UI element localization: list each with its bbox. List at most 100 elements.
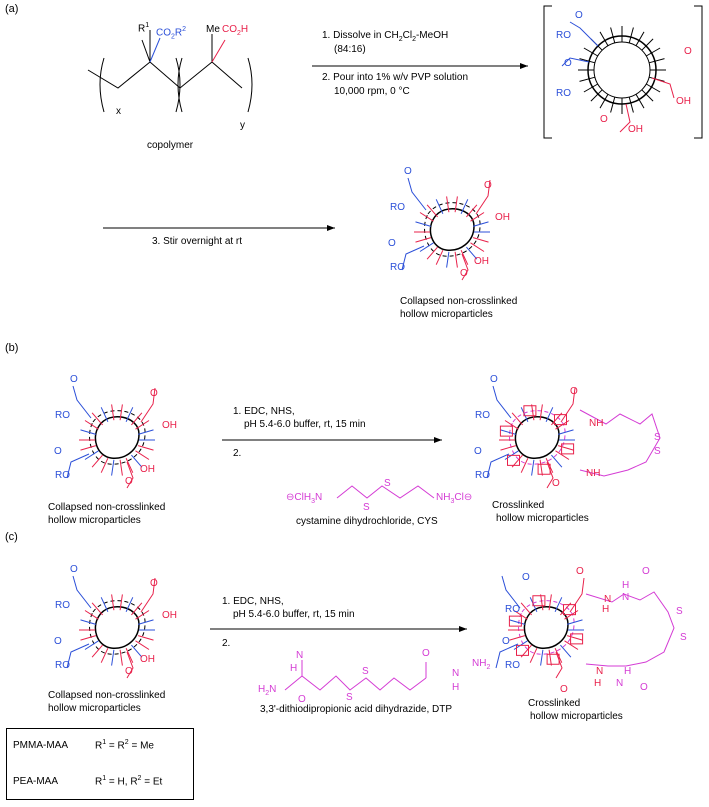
crosslinked-particle-c [495,575,585,679]
step-a-3: 3. Stir overnight at rt [152,236,243,247]
dtp-caption: 3,3'-dithiodipropionic acid dihydrazide,… [260,704,453,715]
cc-ro1: RO [55,600,70,611]
product-caption-c-2: hollow microparticles [530,711,623,722]
copolymer-structure [87,30,253,113]
step-b-1-cond: pH 5.4-6.0 buffer, rt, 15 min [244,419,366,430]
int-oh2: OH [628,124,643,135]
cys-crosslink [579,409,661,477]
collapsed-caption-a-2: hollow microparticles [400,309,493,320]
product-caption-b-1: Crosslinked [492,500,545,511]
cys-s2: S [384,478,391,489]
cb-o3: O [54,446,62,457]
pc-h4: H [624,666,632,677]
pc-h1: H [602,604,610,615]
pc-ro1: RO [505,604,520,615]
dtp-nh2: NH2 [472,658,491,671]
pb-o3: O [474,446,482,457]
pc-o3: O [642,566,650,577]
step-c-1-cond: pH 5.4-6.0 buffer, rt, 15 min [233,609,355,620]
pc-s1: S [676,606,683,617]
pc-ro2: RO [505,660,520,671]
pc-n4: N [616,678,624,689]
bracket-right [694,5,703,139]
copolymer-x: x [116,106,121,117]
dtp-h-right: H [452,682,460,693]
step-c-2: 2. [222,638,231,649]
pb-o4: O [552,478,560,489]
pc-s2: S [680,632,687,643]
step-a-2-cond: 10,000 rpm, 0 °C [334,86,410,97]
ca-ro1: RO [390,202,405,213]
int-ro1: RO [556,30,571,41]
cc-o4: O [125,666,133,677]
cb-o2: O [150,388,158,399]
panel-label-c: (c) [5,531,18,543]
dtp-n-left: N [296,650,304,661]
int-o1: O [575,10,583,21]
pb-ro1: RO [475,410,490,421]
cystamine-chain [336,485,435,499]
pc-o4: O [502,636,510,647]
cc-o2: O [150,578,158,589]
dtp-chain [284,675,427,691]
collapsed-particle-a [401,177,491,281]
bracket-left [543,5,552,139]
copolymer-caption: copolymer [147,140,194,151]
copolymer-acid: CO2H [222,24,249,37]
ca-o3: O [388,238,396,249]
copolymer-me: Me [206,24,220,35]
collapsed-particle-c [66,575,156,679]
round-particle [561,21,675,133]
collapsed-caption-c-1: Collapsed non-crosslinked [48,690,166,701]
cb-o1: O [70,374,78,385]
pc-n2: N [622,592,630,603]
dtp-n-right: N [452,668,460,679]
int-o4: O [600,114,608,125]
cc-oh2: OH [140,654,155,665]
pc-o5: O [640,682,648,693]
product-caption-b-2: hollow microparticles [496,513,589,524]
collapsed-particle-b [66,385,156,489]
cys-s1: S [363,502,370,513]
pc-n3: N [596,666,604,677]
step-c-1: 1. EDC, NHS, [222,596,284,607]
panel-label-a: (a) [5,3,19,15]
step-a-1: 1. Dissolve in CH2Cl2-MeOH [322,30,449,43]
pc-h2: H [622,580,630,591]
cys-right: NH3Cl⊖ [436,492,473,505]
ca-o4: O [460,268,468,279]
collapsed-caption-a-1: Collapsed non-crosslinked [400,296,518,307]
copolymer-r1: R1 [138,22,150,35]
pb-nh2: NH [586,468,601,479]
pc-o1: O [522,572,530,583]
int-oh1: OH [676,96,691,107]
ca-o2: O [484,180,492,191]
pc-o6: O [560,684,568,695]
dtp-s1: S [346,692,353,703]
panel-label-b: (b) [5,342,19,354]
step-a-2: 2. Pour into 1% w/v PVP solution [322,72,469,83]
copolymer-ester: CO2R2 [156,26,187,41]
ca-oh1: OH [495,212,510,223]
step-b-2: 2. [233,448,242,459]
cb-oh1: OH [162,420,177,431]
crosslinked-particle-b [486,385,576,489]
collapsed-caption-b-2: hollow microparticles [48,515,141,526]
dtp-o-left: O [298,694,306,705]
cys-caption: cystamine dihydrochloride, CYS [296,516,438,527]
cb-ro2: RO [55,470,70,481]
dtp-nh-left: H [290,663,298,674]
collapsed-caption-b-1: Collapsed non-crosslinked [48,502,166,513]
pc-n1: N [604,594,612,605]
pb-s1: S [654,432,661,443]
pb-o1: O [490,374,498,385]
pb-s2: S [654,446,661,457]
cc-o3: O [54,636,62,647]
step-a-1-ratio: (84:16) [334,44,366,55]
copolymer-y: y [240,120,245,131]
ca-ro2: RO [390,262,405,273]
collapsed-caption-c-2: hollow microparticles [48,703,141,714]
